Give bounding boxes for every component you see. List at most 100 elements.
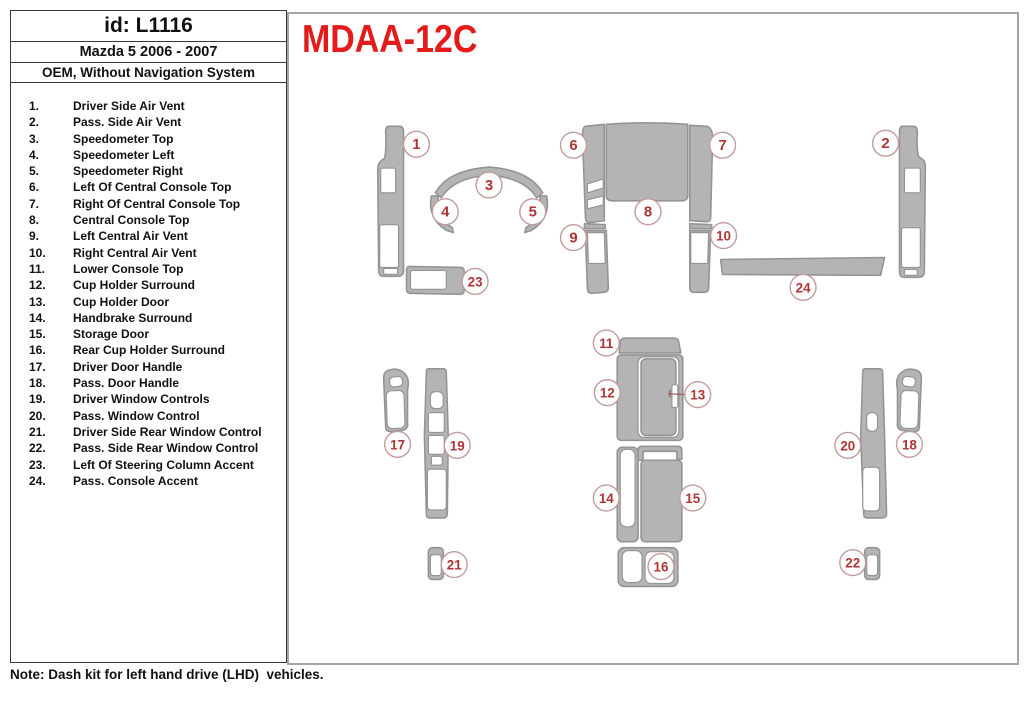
part-shape-1 [376,125,405,278]
part-shape-8 [605,122,689,202]
part-number: 24. [29,473,46,488]
parts-list-item: 20.Pass. Window Control [11,408,286,424]
svg-text:11: 11 [599,336,614,351]
parts-list-item: 14. Handbrake Surround [11,310,286,326]
part-shape-21 [427,546,445,581]
part-label: Left Of Central Console Top [73,180,232,195]
part-label: Pass. Door Handle [73,376,180,391]
part-number: 15. [29,327,46,342]
parts-list-item: 24. Pass. Console Accent [11,473,286,489]
callout-8: 8 [634,198,662,226]
svg-text:3: 3 [485,178,493,194]
part-number: 19. [29,392,46,407]
part-shape-10 [688,222,713,294]
parts-list-item: 1.Driver Side Air Vent [11,98,286,114]
parts-list-item: 15. Storage Door [11,326,286,342]
svg-text:12: 12 [600,386,615,401]
parts-list-item: 17.Driver Door Handle [11,359,286,375]
svg-text:6: 6 [569,138,577,154]
part-label: Pass. Side Rear Window Control [73,441,259,456]
part-number: 23. [29,457,46,472]
part-number: 22. [29,441,46,456]
part-number: 9. [29,229,40,244]
part-shape-13 [640,358,679,437]
svg-text:16: 16 [653,560,668,575]
part-label: Handbrake Surround [73,310,193,325]
callout-9: 9 [559,224,588,252]
part-label: Driver Side Air Vent [73,99,185,113]
part-shape-14 [616,446,639,543]
part-shape-6 [581,123,606,224]
part-number: 10. [29,245,46,260]
part-label: Right Of Central Console Top [73,196,241,211]
parts-list-item: 4. Speedometer Left [11,147,286,163]
callout-1: 1 [402,130,431,158]
part-shape-7 [688,124,714,223]
part-label: Storage Door [73,327,150,342]
svg-text:18: 18 [902,437,917,452]
part-number: 21. [29,424,46,439]
callout-17: 17 [383,430,412,458]
parts-list-item: 22. Pass. Side Rear Window Control [11,440,286,456]
callout-5: 5 [519,198,547,226]
parts-list-item: 9. Left Central Air Vent [11,228,286,244]
callout-20: 20 [834,431,862,459]
callout-15: 15 [679,484,707,512]
callout-7: 7 [708,131,737,159]
part-label: Left Central Air Vent [73,229,188,244]
callout-22: 22 [839,549,867,577]
part-label: Pass. Side Air Vent [73,115,182,130]
part-number: 16. [29,343,46,358]
svg-text:7: 7 [718,138,726,154]
part-number: 4. [29,147,40,162]
part-number: 6. [29,180,40,195]
svg-text:1: 1 [412,137,420,153]
callout-19: 19 [443,431,471,459]
svg-text:15: 15 [685,491,700,506]
part-number: 14. [29,310,46,325]
part-label: Pass. Console Accent [73,473,198,488]
callout-24: 24 [789,273,817,301]
part-number: 13. [29,294,46,309]
parts-list-item: 3.Speedometer Top [11,131,286,147]
part-number: 3. [29,131,40,146]
svg-text:2: 2 [881,136,889,152]
callout-16: 16 [647,552,675,581]
part-shape-11 [618,337,682,354]
svg-text:23: 23 [468,274,483,289]
callout-12: 12 [593,379,621,407]
svg-text:5: 5 [529,205,537,221]
svg-text:9: 9 [569,231,577,247]
callout-14: 14 [592,484,620,512]
callout-3: 3 [475,171,503,199]
parts-list-item: 18.Pass. Door Handle [11,375,286,391]
parts-list-item: 11. Lower Console Top [11,261,286,277]
part-shape-17 [382,368,410,433]
callout-13-leader [667,389,685,398]
callout-6: 6 [559,131,588,159]
svg-text:17: 17 [390,437,405,452]
part-shape-18 [895,368,923,433]
callout-21: 21 [440,550,468,579]
part-number: 20. [29,408,46,423]
svg-text:13: 13 [690,388,705,403]
parts-list-item: 23.Left Of Steering Column Accent [11,457,286,473]
callout-4: 4 [431,198,459,226]
parts-list-item: 6. Left Of Central Console Top [11,179,286,195]
svg-text:8: 8 [644,205,652,221]
part-number: 11. [29,261,46,276]
part-shape-24 [719,256,886,277]
part-label: Lower Console Top [73,261,184,276]
parts-list-item: 13.Cup Holder Door [11,294,286,310]
callout-10: 10 [709,222,738,250]
part-shape-20 [859,368,888,519]
part-label: Speedometer Left [73,147,175,162]
kit-id: id: L1116 [11,11,286,42]
parts-list-item: 2.Pass. Side Air Vent [11,114,286,130]
parts-list-item: 19.Driver Window Controls [11,391,286,407]
part-shape-19 [423,368,450,519]
part-shape-2 [898,125,927,279]
callout-13: 13 [684,381,712,409]
